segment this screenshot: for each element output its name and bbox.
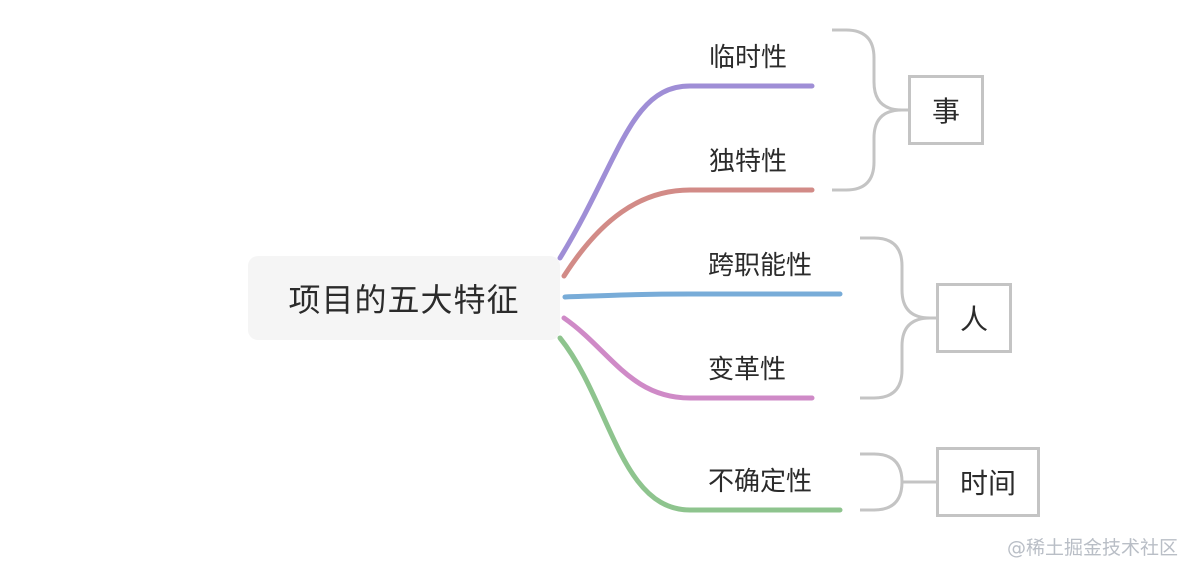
watermark: @稀土掘金技术社区 bbox=[1006, 537, 1178, 559]
group-label-time: 时间 bbox=[959, 467, 1016, 500]
branch-label-unique[interactable]: 独特性 bbox=[709, 147, 788, 177]
group-bracket-things bbox=[832, 28, 908, 192]
root-topic[interactable]: 项目的五大特征 bbox=[248, 256, 560, 340]
group-bracket-time bbox=[860, 452, 936, 512]
group-box-time[interactable]: 时间 bbox=[936, 447, 1040, 517]
root-topic-label: 项目的五大特征 bbox=[288, 281, 520, 319]
branch-line-transformative bbox=[561, 315, 815, 401]
group-bracket-people bbox=[860, 236, 936, 400]
group-box-people[interactable]: 人 bbox=[936, 283, 1012, 353]
group-label-people: 人 bbox=[959, 303, 988, 336]
branch-line-uncertainty bbox=[557, 335, 843, 513]
branch-line-cross-functional bbox=[562, 291, 843, 300]
branch-label-temporary[interactable]: 临时性 bbox=[709, 43, 788, 73]
branch-line-unique bbox=[561, 187, 815, 279]
branch-line-temporary bbox=[557, 83, 815, 261]
branch-label-uncertainty[interactable]: 不确定性 bbox=[708, 467, 813, 497]
group-label-things: 事 bbox=[931, 95, 960, 128]
group-box-things[interactable]: 事 bbox=[908, 75, 984, 145]
branch-label-cross-functional[interactable]: 跨职能性 bbox=[708, 251, 813, 281]
branch-label-transformative[interactable]: 变革性 bbox=[708, 355, 787, 385]
